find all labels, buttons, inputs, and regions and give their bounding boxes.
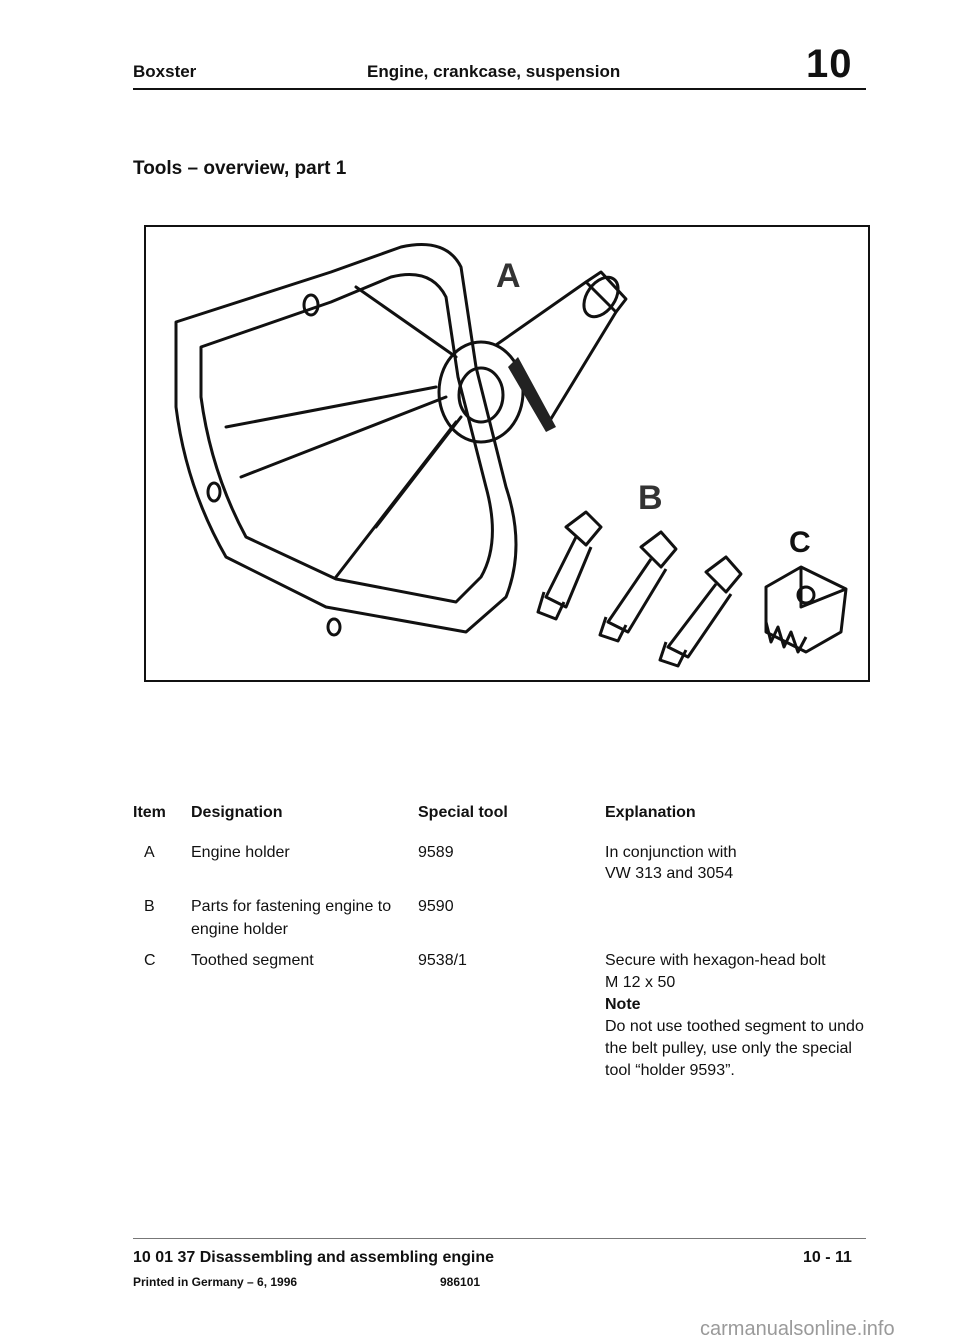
row-c-designation: Toothed segment (191, 952, 314, 969)
row-a-item: A (144, 844, 155, 861)
row-c-note-heading: Note (605, 996, 641, 1013)
header-rule (133, 88, 866, 90)
tools-illustration: A B C (144, 225, 870, 682)
engine-holder-spoke (239, 395, 448, 479)
toothed-segment (764, 565, 848, 654)
engine-holder-inner-frame (199, 273, 494, 604)
footer-code: 986101 (440, 1275, 481, 1289)
row-c-note-line: tool “holder 9593”. (605, 1062, 735, 1079)
engine-holder-shaft (494, 280, 618, 429)
engine-holder-spoke (374, 415, 463, 529)
row-c-item: C (144, 952, 156, 969)
row-c-explanation-line: M 12 x 50 (605, 974, 676, 991)
header-model: Boxster (133, 62, 197, 81)
engine-holder-spoke (354, 285, 458, 359)
fastening-bolt (598, 530, 678, 643)
table-header-explanation: Explanation (605, 804, 696, 821)
engine-holder-spoke (224, 385, 438, 429)
row-b-designation-line: engine holder (191, 921, 288, 938)
footer-rule (133, 1238, 866, 1239)
page-title: Tools – overview, part 1 (133, 158, 347, 179)
footer-page-number: 10 - 11 (803, 1249, 852, 1266)
row-a-explanation-line: In conjunction with (605, 844, 737, 861)
header-chapter-title: Engine, crankcase, suspension (367, 62, 621, 81)
tools-drawing: A B C (174, 243, 848, 668)
row-a-special-tool: 9589 (418, 844, 454, 861)
fastening-bolt (658, 555, 743, 668)
fastening-bolts (536, 510, 743, 668)
row-c-explanation-line: Secure with hexagon-head bolt (605, 952, 826, 969)
row-b-designation-line: Parts for fastening engine to (191, 898, 392, 915)
header-group-number: 10 (806, 42, 853, 86)
table-header-special-tool: Special tool (418, 804, 508, 821)
footer-printed: Printed in Germany – 6, 1996 (133, 1275, 298, 1289)
footer-section-title: 10 01 37 Disassembling and assembling en… (133, 1249, 495, 1266)
row-a-explanation-line: VW 313 and 3054 (605, 865, 734, 882)
row-b-special-tool: 9590 (418, 898, 454, 915)
label-a: A (496, 257, 521, 295)
row-b-item: B (144, 898, 155, 915)
fastening-bolt (536, 510, 603, 621)
label-c: C (789, 526, 811, 559)
watermark: carmanualsonline.info (700, 1318, 895, 1340)
row-c-special-tool: 9538/1 (418, 952, 467, 969)
mounting-hole (206, 481, 222, 503)
row-c-note-line: Do not use toothed segment to undo (605, 1018, 864, 1035)
label-b: B (638, 479, 663, 517)
row-c-note-line: the belt pulley, use only the special (605, 1040, 852, 1057)
mounting-hole (326, 617, 342, 637)
engine-holder-frame (174, 243, 518, 634)
table-header-item: Item (133, 804, 166, 821)
row-a-designation: Engine holder (191, 844, 290, 861)
mounting-hole (302, 293, 320, 317)
table-header-designation: Designation (191, 804, 283, 821)
